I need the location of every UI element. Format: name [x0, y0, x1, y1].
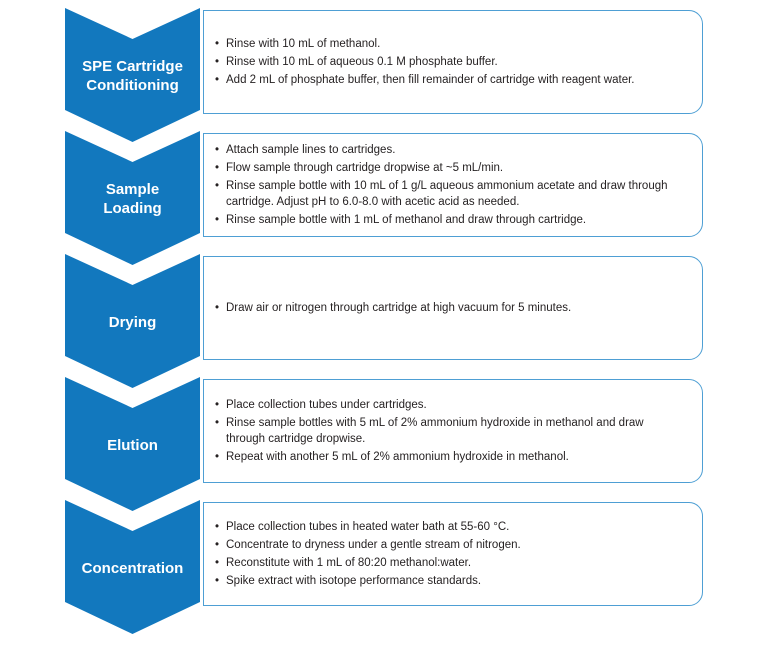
step-bullet: Draw air or nitrogen through cartridge a…: [215, 300, 571, 317]
step-bullet-list: Place collection tubes in heated water b…: [215, 517, 521, 591]
chevron-sample-loading: Sample Loading: [65, 131, 200, 265]
step-row-conditioning: SPE Cartridge Conditioning Rinse with 10…: [0, 8, 768, 142]
step-label: Concentration: [81, 559, 184, 577]
step-bullet: Flow sample through cartridge dropwise a…: [215, 160, 671, 177]
chevron-elution: Elution: [65, 377, 200, 511]
step-bullet-list: Rinse with 10 mL of methanol. Rinse with…: [215, 34, 635, 90]
step-label: Drying: [108, 313, 157, 331]
step-details-box: Place collection tubes in heated water b…: [203, 502, 703, 606]
chevron-arrow-icon: [65, 8, 200, 142]
step-bullet-list: Attach sample lines to cartridges. Flow …: [215, 140, 671, 230]
step-row-concentration: Concentration Place collection tubes in …: [0, 500, 768, 634]
step-bullet: Rinse with 10 mL of aqueous 0.1 M phosph…: [215, 54, 635, 71]
step-bullet: Place collection tubes in heated water b…: [215, 519, 521, 536]
step-label: Elution: [107, 436, 158, 454]
step-row-elution: Elution Place collection tubes under car…: [0, 377, 768, 511]
chevron-concentration: Concentration: [65, 500, 200, 634]
chevron-arrow-icon: [65, 254, 200, 388]
step-bullet: Add 2 mL of phosphate buffer, then fill …: [215, 72, 635, 89]
chevron-drying: Drying: [65, 254, 200, 388]
chevron-arrow-icon: [65, 131, 200, 265]
step-bullet-list: Draw air or nitrogen through cartridge a…: [215, 298, 571, 318]
step-label: SPE Cartridge Conditioning: [82, 58, 183, 94]
step-bullet: Rinse sample bottle with 10 mL of 1 g/L …: [215, 178, 671, 211]
step-bullet: Spike extract with isotope performance s…: [215, 573, 521, 590]
step-bullet-list: Place collection tubes under cartridges.…: [215, 395, 671, 467]
step-bullet: Rinse sample bottles with 5 mL of 2% amm…: [215, 415, 671, 448]
step-row-sample-loading: Sample Loading Attach sample lines to ca…: [0, 131, 768, 265]
step-details-box: Draw air or nitrogen through cartridge a…: [203, 256, 703, 360]
step-details-box: Rinse with 10 mL of methanol. Rinse with…: [203, 10, 703, 114]
chevron-conditioning: SPE Cartridge Conditioning: [65, 8, 200, 142]
step-bullet: Attach sample lines to cartridges.: [215, 142, 671, 159]
chevron-arrow-icon: [65, 377, 200, 511]
step-details-box: Place collection tubes under cartridges.…: [203, 379, 703, 483]
step-bullet: Rinse with 10 mL of methanol.: [215, 36, 635, 53]
step-bullet: Rinse sample bottle with 1 mL of methano…: [215, 212, 671, 229]
step-bullet: Repeat with another 5 mL of 2% ammonium …: [215, 449, 671, 466]
step-label: Sample Loading: [103, 181, 162, 217]
step-bullet: Reconstitute with 1 mL of 80:20 methanol…: [215, 555, 521, 572]
step-bullet: Concentrate to dryness under a gentle st…: [215, 537, 521, 554]
step-row-drying: Drying Draw air or nitrogen through cart…: [0, 254, 768, 388]
step-bullet: Place collection tubes under cartridges.: [215, 397, 671, 414]
chevron-arrow-icon: [65, 500, 200, 634]
step-details-box: Attach sample lines to cartridges. Flow …: [203, 133, 703, 237]
